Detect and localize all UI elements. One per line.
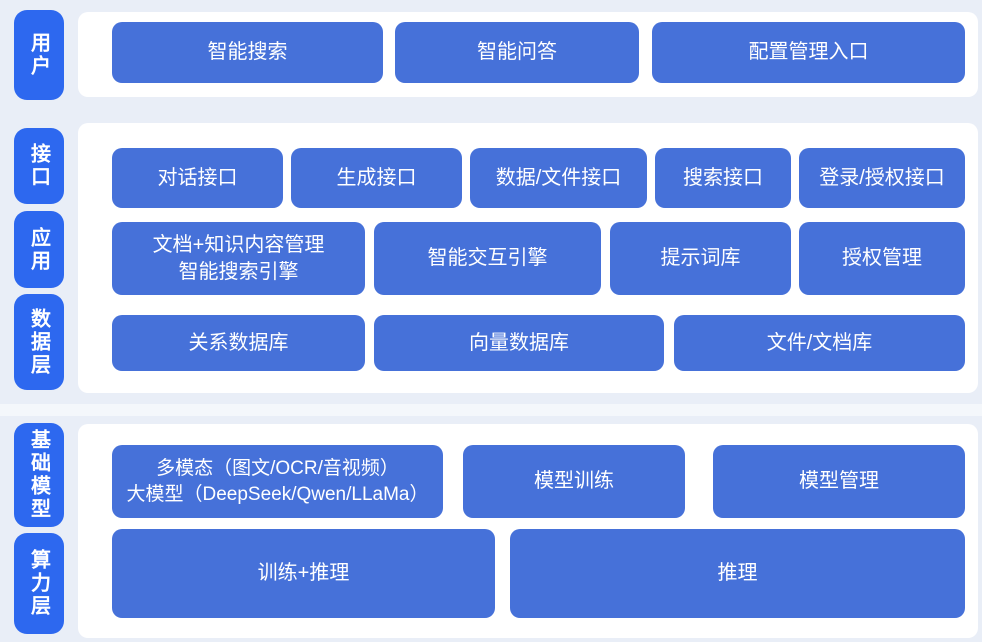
block-multimodal-llm-line1: 多模态（图文/OCR/音视频） [156,458,399,480]
block-file-doc-store: 文件/文档库 [674,315,965,371]
block-model-training: 模型训练 [463,445,685,518]
block-training-inference: 训练+推理 [112,529,495,618]
block-vector-db: 向量数据库 [374,315,664,371]
block-multimodal-llm: 多模态（图文/OCR/音视频） 大模型（DeepSeek/Qwen/LLaMa） [112,445,443,518]
block-smart-search: 智能搜索 [112,22,383,83]
block-generation-api: 生成接口 [291,148,462,208]
layer-label-data: 数据层 [14,294,64,390]
layer-label-application: 应用 [14,211,64,288]
block-data-file-api: 数据/文件接口 [470,148,647,208]
block-doc-knowledge-engine: 文档+知识内容管理 智能搜索引擎 [112,222,365,295]
model-compute-panel: 多模态（图文/OCR/音视频） 大模型（DeepSeek/Qwen/LLaMa）… [78,424,978,638]
layer-label-compute: 算力层 [14,533,64,634]
layer-label-foundation-model: 基础模型 [14,423,64,527]
block-interactive-engine: 智能交互引擎 [374,222,601,295]
block-inference: 推理 [510,529,965,618]
block-search-api: 搜索接口 [655,148,791,208]
user-layer-panel: 智能搜索 智能问答 配置管理入口 [78,12,978,97]
block-multimodal-llm-line2: 大模型（DeepSeek/Qwen/LLaMa） [126,483,429,505]
block-model-management: 模型管理 [713,445,965,518]
block-smart-qa: 智能问答 [395,22,639,83]
layer-label-interface: 接口 [14,128,64,204]
block-dialog-api: 对话接口 [112,148,283,208]
block-login-auth-api: 登录/授权接口 [799,148,965,208]
section-divider [0,404,982,416]
block-prompt-library: 提示词库 [610,222,791,295]
block-relational-db: 关系数据库 [112,315,365,371]
block-doc-knowledge-engine-line2: 智能搜索引擎 [178,260,299,283]
block-auth-management: 授权管理 [799,222,965,295]
middle-layers-panel: 对话接口 生成接口 数据/文件接口 搜索接口 登录/授权接口 文档+知识内容管理… [78,123,978,393]
block-doc-knowledge-engine-line1: 文档+知识内容管理 [152,234,325,257]
block-config-entry: 配置管理入口 [652,22,965,83]
layer-label-user: 用户 [14,10,64,100]
